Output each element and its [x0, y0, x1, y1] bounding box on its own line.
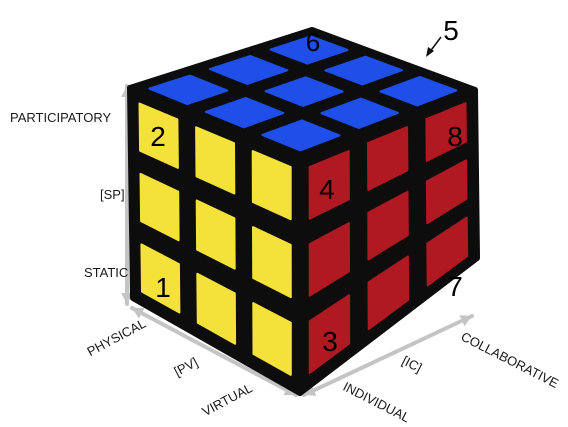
cube-number-7: 7 — [447, 271, 463, 302]
cube-number-8: 8 — [447, 121, 463, 152]
cube-number-1: 1 — [155, 272, 171, 303]
cube-number-6: 6 — [306, 27, 320, 57]
axis-label-participatory: PARTICIPATORY — [10, 110, 111, 125]
pointer-arrow — [426, 37, 441, 57]
cube-number-3: 3 — [322, 326, 338, 357]
cube-number-2: 2 — [150, 121, 166, 152]
axis-label-sp: [SP] — [100, 187, 125, 202]
axis-label-static: STATIC — [84, 265, 128, 280]
cube-number-4: 4 — [319, 174, 335, 205]
cube-number-5: 5 — [443, 15, 459, 46]
